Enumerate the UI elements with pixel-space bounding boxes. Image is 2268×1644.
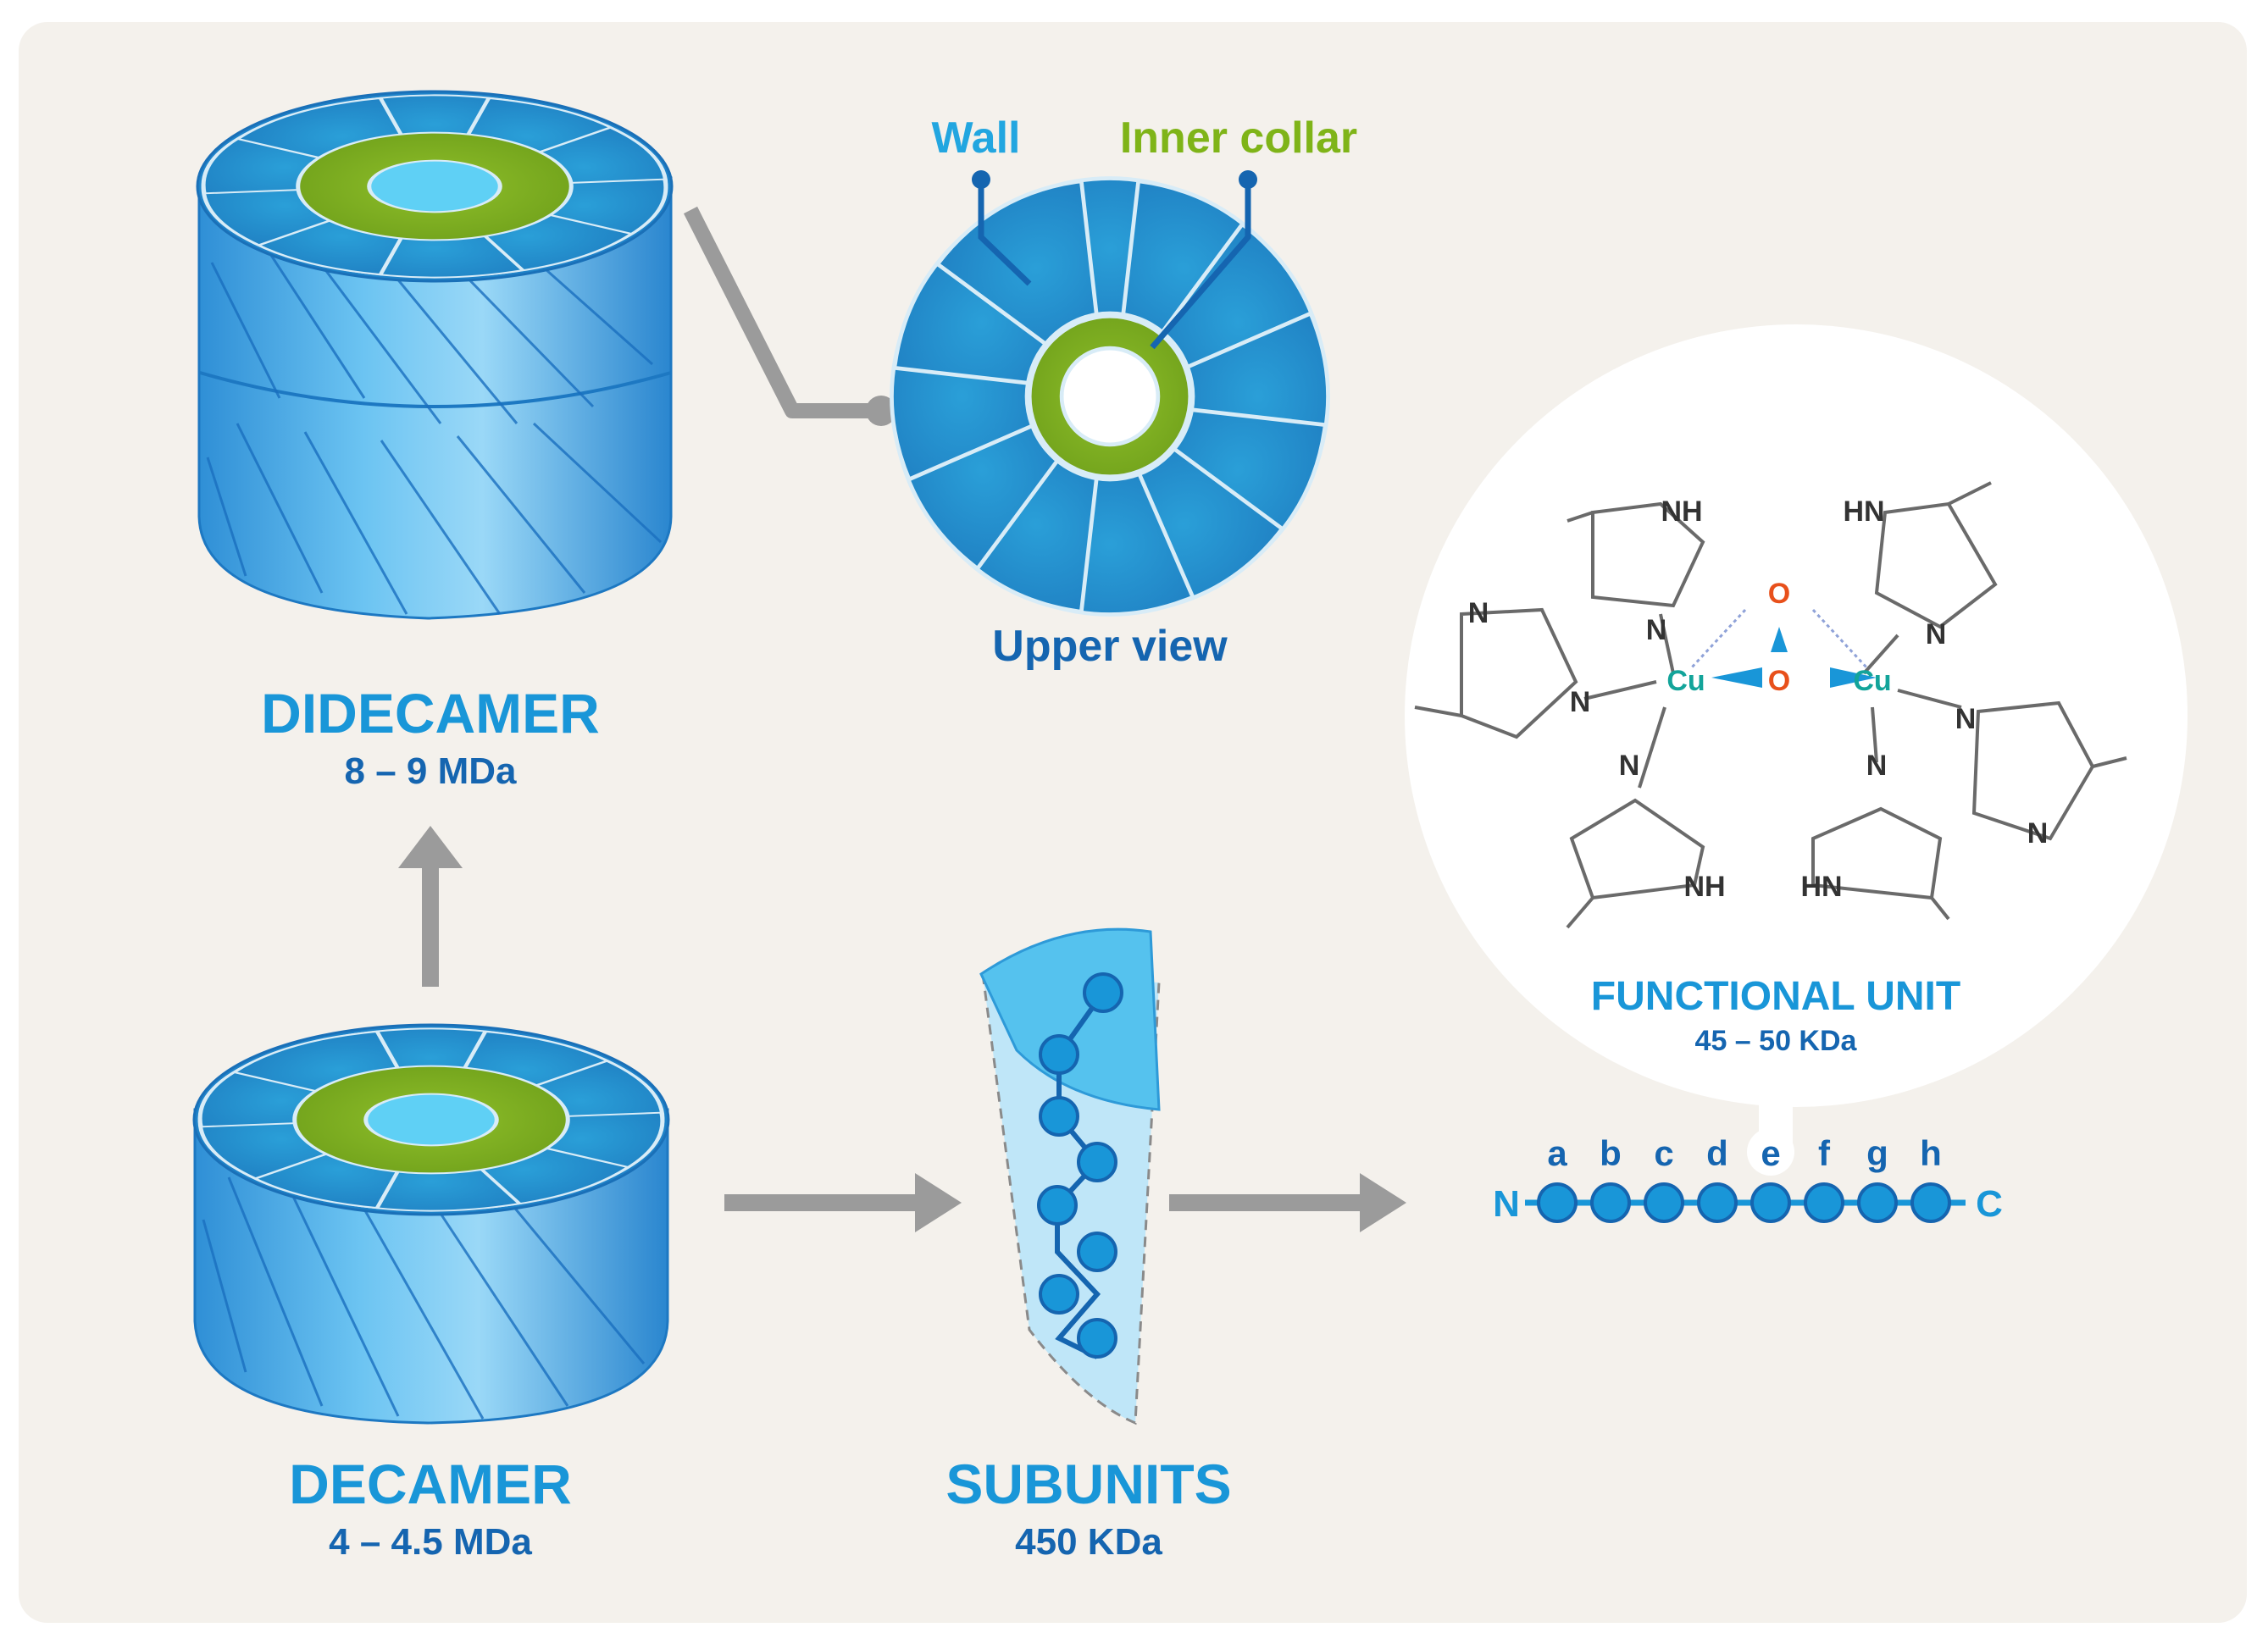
nh-atom-2: NH: [1683, 871, 1725, 903]
chain-bead-f: [1804, 1182, 1844, 1223]
active-site-structure: [1414, 481, 2127, 929]
chain-bead-b: [1590, 1182, 1631, 1223]
n-atom-2: N: [1468, 597, 1489, 629]
subunit-illustration: [979, 927, 1161, 1425]
upper-view-rosette: [879, 166, 1340, 627]
decamer-title: DECAMER: [289, 1453, 572, 1515]
cu-atom-right: Cu: [1853, 665, 1891, 697]
chain-bead-h: [1910, 1182, 1951, 1223]
didecamer-illustration: [186, 91, 682, 620]
right-arrow-1: [724, 1173, 962, 1232]
subunits-mass: 450 KDa: [1015, 1521, 1162, 1563]
chain-bead-a: [1537, 1182, 1578, 1223]
right-arrow-2: [1169, 1173, 1406, 1232]
wall-label: Wall: [932, 113, 1021, 163]
chain-bead-g: [1857, 1182, 1898, 1223]
functional-unit-mass: 45 – 50 KDa: [1695, 1025, 1858, 1057]
functional-unit-circle: [1405, 324, 2188, 1107]
decamer-illustration: [183, 1025, 679, 1425]
didecamer-mass: 8 – 9 MDa: [345, 750, 518, 792]
inner-collar-label: Inner collar: [1120, 113, 1357, 163]
chain-letter-b: b: [1600, 1133, 1622, 1173]
hn-atom-2: HN: [1800, 871, 1842, 903]
nh-atom-1: NH: [1661, 495, 1702, 528]
o-atom-top: O: [1768, 578, 1790, 610]
subunits-title: SUBUNITS: [945, 1453, 1231, 1515]
collar-pointer: [1150, 180, 1251, 350]
wall-pointer-dot: [972, 170, 990, 189]
n-atom-8: N: [1866, 750, 1888, 782]
chain-letter-e: e: [1761, 1133, 1780, 1173]
n-atom-1: N: [1646, 614, 1667, 646]
decamer-mass: 4 – 4.5 MDa: [329, 1521, 532, 1563]
chain-letter-g: g: [1866, 1133, 1888, 1173]
n-atom-4: N: [1619, 750, 1640, 782]
functional-unit-title: FUNCTIONAL UNIT: [1591, 974, 1960, 1019]
chain-bead-e: [1750, 1182, 1791, 1223]
chain-c-terminus: C: [1976, 1183, 2003, 1225]
o-o-wedge: [1771, 627, 1788, 652]
upper-view-connector: [683, 206, 877, 418]
chain-bead-d: [1697, 1182, 1738, 1223]
chain-n-terminus: N: [1493, 1183, 1520, 1225]
n-atom-6: N: [1955, 703, 1977, 735]
chain-letter-f: f: [1818, 1133, 1831, 1173]
chain-highlight-bg: [1747, 1128, 1794, 1176]
o-atom-center: O: [1768, 665, 1790, 697]
chain-letter-c: c: [1654, 1133, 1673, 1173]
collar-pointer-dot: [1239, 170, 1257, 189]
hn-atom-1: HN: [1843, 495, 1884, 528]
n-atom-5: N: [1926, 618, 1947, 650]
chain-letter-a: a: [1547, 1133, 1567, 1173]
up-arrow: [398, 826, 463, 987]
chain-letter-h: h: [1920, 1133, 1942, 1173]
cu-o-wedge-right: [1830, 667, 1877, 688]
connector-dot: [866, 396, 896, 426]
chain-bead-c: [1644, 1182, 1684, 1223]
n-atom-3: N: [1570, 686, 1591, 718]
wall-pointer: [978, 180, 1032, 286]
didecamer-title: DIDECAMER: [261, 682, 600, 745]
n-atom-7: N: [2027, 817, 2049, 850]
cu-atom-left: Cu: [1666, 665, 1705, 697]
upper-view-caption: Upper view: [992, 622, 1228, 671]
cu-o-wedge-left: [1711, 667, 1762, 688]
chain-letter-d: d: [1706, 1133, 1728, 1173]
